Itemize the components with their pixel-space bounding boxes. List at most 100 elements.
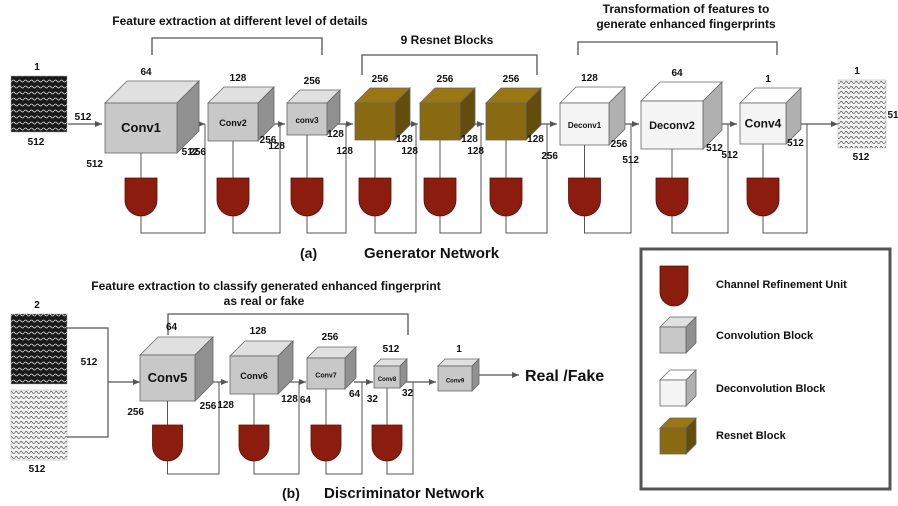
gen-block-6 bbox=[485, 87, 542, 141]
disc-block-6-top-dim: 128 bbox=[250, 326, 267, 337]
disc-block-9-front bbox=[437, 365, 473, 392]
disc-block-7-bottom-dim: 64 bbox=[300, 395, 312, 406]
gen-block-2 bbox=[207, 86, 275, 142]
gen-block-4 bbox=[354, 87, 411, 141]
gen-block-7 bbox=[559, 86, 626, 146]
generator-annotation-left: Feature extraction at different level of… bbox=[112, 14, 368, 28]
gen-block-5-right-dim: 128 bbox=[461, 134, 478, 145]
disc-block-5-right-dim: 256 bbox=[200, 401, 217, 412]
gen-block-6-top-dim: 256 bbox=[503, 74, 520, 85]
gen-block-3-right-dim: 128 bbox=[327, 129, 344, 140]
gen-block-1 bbox=[104, 80, 200, 154]
legend-label-conv: Convolution Block bbox=[716, 330, 814, 342]
disc-block-8 bbox=[373, 358, 408, 389]
gen-block-9-top-dim: 1 bbox=[765, 74, 771, 85]
disc-block-9-top-dim: 1 bbox=[456, 344, 462, 355]
legend-conv-swatch-front bbox=[659, 326, 687, 354]
generator-input-fingerprint bbox=[10, 75, 68, 133]
gen-block-8-refinement-unit bbox=[655, 177, 689, 217]
discriminator-network: Feature extraction to classify generated… bbox=[10, 279, 604, 502]
gen-block-2-label: Conv2 bbox=[219, 118, 247, 128]
gen-block-8-label: Deconv2 bbox=[649, 120, 695, 132]
gen-block-3-top-dim: 256 bbox=[304, 76, 321, 87]
disc-block-5-bottom-dim: 256 bbox=[127, 407, 144, 418]
disc-block-5 bbox=[139, 336, 214, 402]
gen-block-5-refinement-unit bbox=[423, 177, 457, 217]
disc-block-5-refinement-unit bbox=[152, 424, 183, 462]
gen-block-1-refinement-unit bbox=[124, 177, 158, 217]
disc-block-5-label: Conv5 bbox=[148, 370, 188, 385]
disc-block-7 bbox=[306, 346, 357, 390]
gen-block-3-bottom-dim: 128 bbox=[268, 141, 285, 152]
gen-block-3-label: conv3 bbox=[295, 116, 319, 125]
gen-block-7-refinement-unit bbox=[568, 177, 601, 217]
discriminator-input-channels: 2 bbox=[34, 300, 40, 311]
gen-block-9 bbox=[739, 87, 802, 145]
merge-bracket bbox=[67, 327, 109, 438]
disc-block-5-top-dim: 64 bbox=[166, 322, 178, 333]
gen-block-9-bottom-dim: 512 bbox=[721, 150, 738, 161]
legend-conv-swatch bbox=[659, 316, 697, 354]
gen-block-5-top-dim: 256 bbox=[437, 74, 454, 85]
gen-block-7-label: Deconv1 bbox=[568, 121, 602, 130]
generator-annotation-mid: 9 Resnet Blocks bbox=[401, 33, 494, 47]
gen-block-8-bottom-dim: 512 bbox=[622, 155, 639, 166]
disc-block-6-label: Conv6 bbox=[240, 371, 268, 381]
disc-block-6-front bbox=[229, 355, 279, 395]
legend-resnet-swatch-front bbox=[659, 427, 687, 455]
bracket-resnet bbox=[361, 54, 538, 75]
gen-block-2-top-dim: 128 bbox=[230, 73, 247, 84]
discriminator-input-fingerprint-2 bbox=[10, 389, 68, 461]
legend-items bbox=[659, 265, 697, 455]
gen-block-4-front bbox=[354, 102, 396, 141]
gen-block-3-refinement-unit bbox=[290, 177, 324, 217]
disc-block-7-label: Conv7 bbox=[315, 373, 337, 380]
gen-block-6-front bbox=[485, 102, 527, 141]
disc-block-9 bbox=[437, 358, 480, 392]
generator-input-channels: 1 bbox=[34, 62, 40, 73]
disc-block-8-refinement-unit bbox=[371, 424, 403, 462]
legend-cru-swatch bbox=[659, 265, 689, 307]
gen-block-8-front bbox=[640, 100, 704, 150]
gen-block-9-right-dim: 512 bbox=[787, 138, 804, 149]
legend-deconv-swatch-front bbox=[659, 379, 687, 407]
gen-block-2-bottom-dim: 256 bbox=[189, 147, 206, 158]
discriminator-blocks: Conv564256256Conv6128128128Conv72566464C… bbox=[127, 322, 480, 475]
bracket-feature-extraction bbox=[151, 37, 323, 55]
disc-block-6 bbox=[229, 340, 294, 395]
gen-block-5 bbox=[419, 87, 476, 141]
gen-block-1-label: Conv1 bbox=[121, 120, 161, 135]
gen-block-2-right-dim: 256 bbox=[260, 135, 277, 146]
disc-block-9-label: Conv9 bbox=[446, 379, 465, 385]
generator-annotation-right-1: Transformation of features to bbox=[603, 2, 770, 16]
gen-block-7-bottom-dim: 256 bbox=[541, 151, 558, 162]
disc-block-7-top-dim: 256 bbox=[322, 332, 339, 343]
gen-block-7-right-dim: 256 bbox=[611, 139, 628, 150]
disc-block-7-right-dim: 64 bbox=[349, 389, 361, 400]
generator-output-height: 512 bbox=[853, 152, 870, 163]
gen-block-8 bbox=[640, 81, 723, 150]
discriminator-annotation-1: Feature extraction to classify generated… bbox=[91, 279, 440, 293]
legend-label-cru: Channel Refinement Unit bbox=[716, 279, 847, 291]
discriminator-input-fingerprint-1 bbox=[10, 313, 68, 385]
disc-block-6-right-dim: 128 bbox=[281, 394, 298, 405]
gen-block-5-front bbox=[419, 102, 461, 141]
gen-block-7-top-dim: 128 bbox=[581, 73, 598, 84]
disc-block-8-right-dim: 32 bbox=[402, 388, 414, 399]
gen-block-4-bottom-dim: 128 bbox=[336, 146, 353, 157]
generator-network: Feature extraction at different level of… bbox=[10, 2, 898, 262]
disc-block-6-bottom-dim: 128 bbox=[217, 400, 234, 411]
generator-output-fingerprint bbox=[837, 79, 887, 149]
gen-block-9-front bbox=[739, 102, 787, 145]
gen-block-9-label: Conv4 bbox=[745, 117, 782, 131]
generator-title: Generator Network bbox=[364, 245, 500, 262]
gen-block-6-bottom-dim: 128 bbox=[467, 146, 484, 157]
gen-block-1-right-dim: 512 bbox=[182, 147, 199, 158]
legend: Channel Refinement Unit Convolution Bloc… bbox=[639, 247, 892, 491]
gen-block-4-refinement-unit bbox=[358, 177, 392, 217]
generator-annotation-right-2: generate enhanced fingerprints bbox=[596, 17, 776, 31]
generator-input-width: 512 bbox=[75, 112, 92, 123]
gen-block-1-front bbox=[104, 102, 178, 154]
gen-block-7-front bbox=[559, 102, 610, 146]
